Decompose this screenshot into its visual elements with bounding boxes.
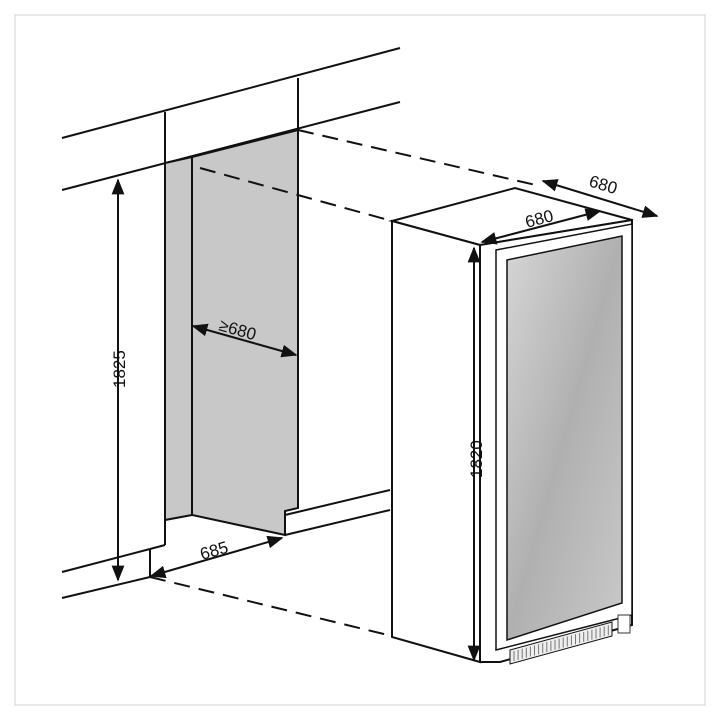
cabinet-walls bbox=[61, 47, 401, 599]
label-1825: 1825 bbox=[110, 350, 129, 388]
vent-grille bbox=[509, 621, 613, 665]
dimension-line-depth bbox=[541, 179, 659, 218]
label-depth: 680 bbox=[587, 172, 620, 198]
hinge-bracket bbox=[617, 614, 631, 634]
wine-cooler bbox=[388, 186, 633, 665]
niche-side-strip bbox=[164, 155, 193, 522]
vent-slots bbox=[513, 625, 609, 661]
dimension-line-685 bbox=[149, 535, 284, 579]
label-685: 685 bbox=[198, 538, 231, 564]
glass-panel bbox=[506, 235, 623, 642]
projection-lines bbox=[149, 129, 541, 637]
outer-frame bbox=[14, 14, 706, 706]
dimension-line-niche-depth bbox=[191, 323, 298, 358]
label-1820: 1820 bbox=[467, 440, 486, 478]
